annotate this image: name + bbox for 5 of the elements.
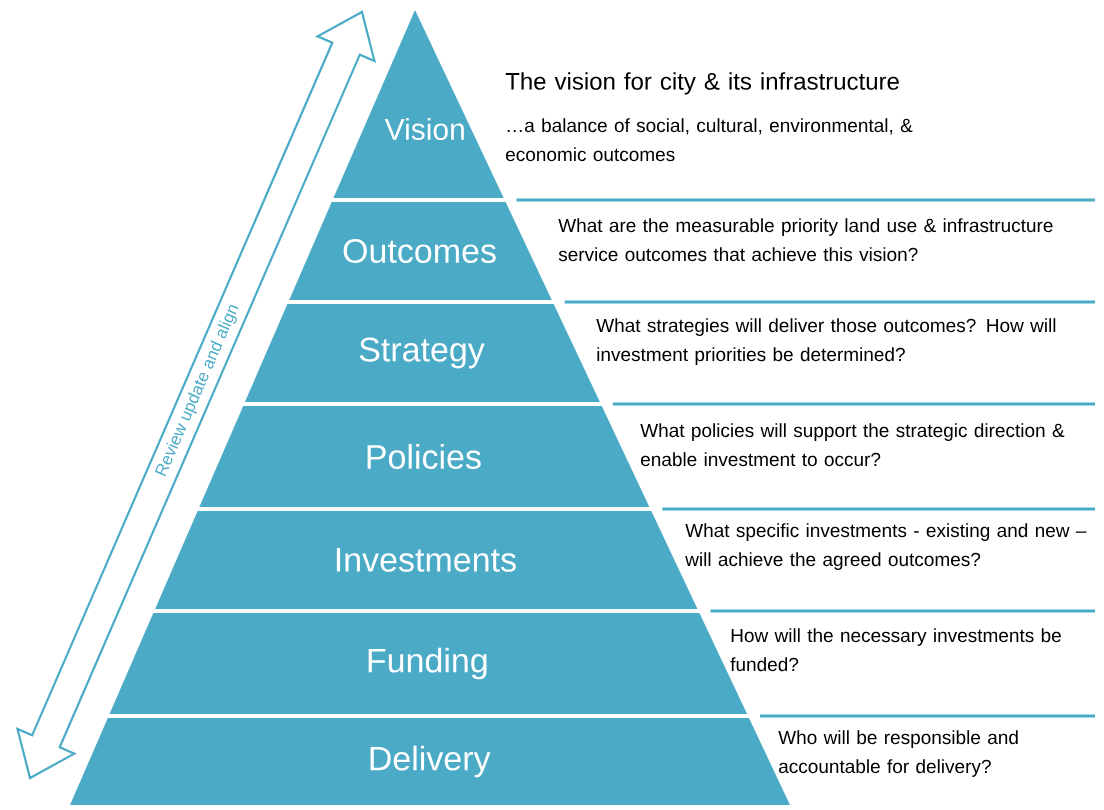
pyramid-band: Outcomes <box>289 202 552 300</box>
description: What are the measurable priority land use & infrastructure service outcomes that achieve this vision? <box>558 218 1053 262</box>
heading: The vision for city & its infrastructure <box>505 72 899 95</box>
description: …a balance of social, cultural, environmental, & economic outcomes <box>506 118 913 162</box>
pyramid-band: Vision <box>333 10 504 198</box>
